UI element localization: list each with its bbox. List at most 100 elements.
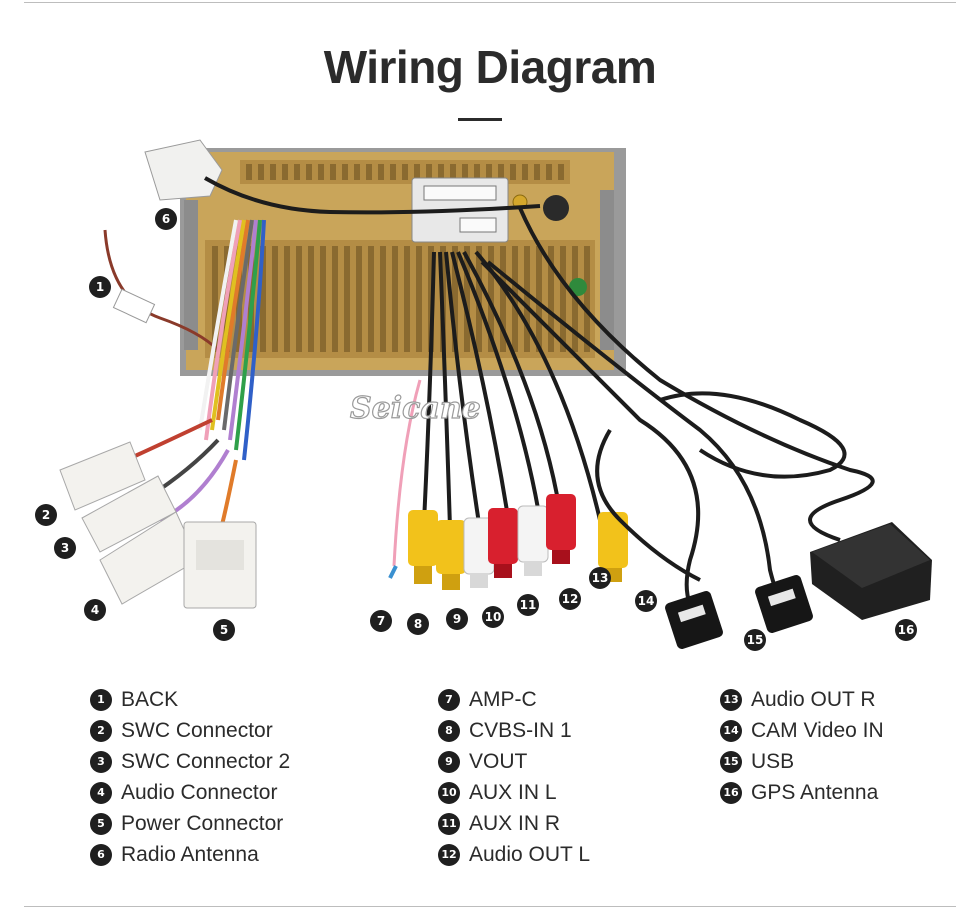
- callout-number-9: 9: [453, 612, 461, 626]
- callout-number-6: 6: [162, 212, 170, 226]
- callout-badge-6: [155, 208, 177, 230]
- legend-label: SWC Connector 2: [121, 749, 291, 773]
- legend-label: AUX IN L: [469, 780, 557, 804]
- usb-port-1: [665, 591, 723, 649]
- watermark: Seicane: [350, 391, 481, 426]
- vent-slot: [318, 164, 324, 180]
- legend-label: GPS Antenna: [751, 780, 879, 804]
- vent-slot: [414, 164, 420, 180]
- number-badge: 10: [438, 781, 460, 804]
- legend-label: Audio OUT R: [751, 687, 876, 711]
- vent-slot: [402, 164, 408, 180]
- legend-item: 16 GPS Antenna: [720, 777, 884, 808]
- rca-cables: [388, 250, 602, 579]
- aux-socket: [459, 217, 497, 233]
- vent-slot: [308, 246, 314, 352]
- vent-slot: [356, 246, 362, 352]
- callout-number-3: 3: [61, 541, 69, 555]
- callout-badge-14: [635, 590, 657, 612]
- vent-slot: [498, 164, 504, 180]
- number-badge: 15: [720, 750, 742, 773]
- legend-label: USB: [751, 749, 795, 773]
- top-divider: [24, 2, 956, 3]
- vent-slot: [270, 164, 276, 180]
- vent-slot: [426, 164, 432, 180]
- number-badge: 16: [720, 781, 742, 804]
- number-badge: 11: [438, 812, 460, 835]
- gps-antenna: [518, 207, 932, 620]
- title-underline: [458, 118, 502, 121]
- vent-slot: [354, 164, 360, 180]
- vent-slot: [462, 164, 468, 180]
- vent-slot: [258, 164, 264, 180]
- iso-socket: [423, 185, 497, 201]
- vent-slot: [344, 246, 350, 352]
- legend-item: 10 AUX IN L: [438, 777, 590, 808]
- legend-label: Audio OUT L: [469, 842, 591, 866]
- aux-in-r-plug: [488, 508, 518, 578]
- callout-badge-9: [446, 608, 468, 630]
- vent-slot: [450, 164, 456, 180]
- vent-slot: [536, 246, 542, 352]
- cvbs-in-1-plug: [408, 510, 438, 584]
- number-badge: 5: [90, 812, 112, 835]
- callout-badge-10: [482, 606, 504, 628]
- audio-out-l-plug: [517, 505, 549, 576]
- callout-number-8: 8: [414, 617, 422, 631]
- callout-number-14: 14: [638, 594, 655, 608]
- legend-label: CVBS-IN 1: [469, 718, 572, 742]
- vent-slot: [260, 246, 266, 352]
- number-badge: 6: [90, 843, 112, 866]
- audio-out-r-plug: [546, 494, 576, 564]
- callout-badge-2: [35, 504, 57, 526]
- bottom-divider: [24, 906, 956, 907]
- vent-slot: [246, 164, 252, 180]
- legend-label: Power Connector: [121, 811, 284, 835]
- callout-number-11: 11: [520, 598, 537, 612]
- number-badge: 4: [90, 781, 112, 804]
- callout-number-4: 4: [91, 603, 99, 617]
- radio-antenna-adapter: [144, 139, 541, 215]
- vent-slot: [296, 246, 302, 352]
- usb-cables: [480, 260, 813, 649]
- callout-number-15: 15: [747, 633, 764, 647]
- callout-number-12: 12: [562, 592, 579, 606]
- legend-label: CAM Video IN: [751, 718, 884, 742]
- vent-slot: [560, 246, 566, 352]
- vent-slot: [534, 164, 540, 180]
- legend-label: AUX IN R: [469, 811, 561, 835]
- legend-item: 15 USB: [720, 746, 884, 777]
- vent-slot: [522, 164, 528, 180]
- vent-slot: [524, 246, 530, 352]
- vent-slot: [488, 246, 494, 352]
- callout-badge-1: [89, 276, 111, 298]
- vent-slot: [320, 246, 326, 352]
- usb-port-2: [755, 575, 813, 633]
- callout-number-7: 7: [377, 614, 385, 628]
- vent-slot: [306, 164, 312, 180]
- callout-number-10: 10: [485, 610, 502, 624]
- vent-slot: [558, 164, 564, 180]
- callout-badge-15: [744, 629, 766, 651]
- vent-slot: [474, 164, 480, 180]
- number-badge: 2: [90, 719, 112, 742]
- radio-antenna-jack: [543, 195, 569, 221]
- vent-slot: [486, 164, 492, 180]
- callout-badge-16: [895, 619, 917, 641]
- callout-badge-8: [407, 613, 429, 635]
- vent-slot: [464, 246, 470, 352]
- vent-slot: [272, 246, 278, 352]
- vent-slot: [294, 164, 300, 180]
- swc-connector: [59, 441, 146, 511]
- vent-slot: [390, 164, 396, 180]
